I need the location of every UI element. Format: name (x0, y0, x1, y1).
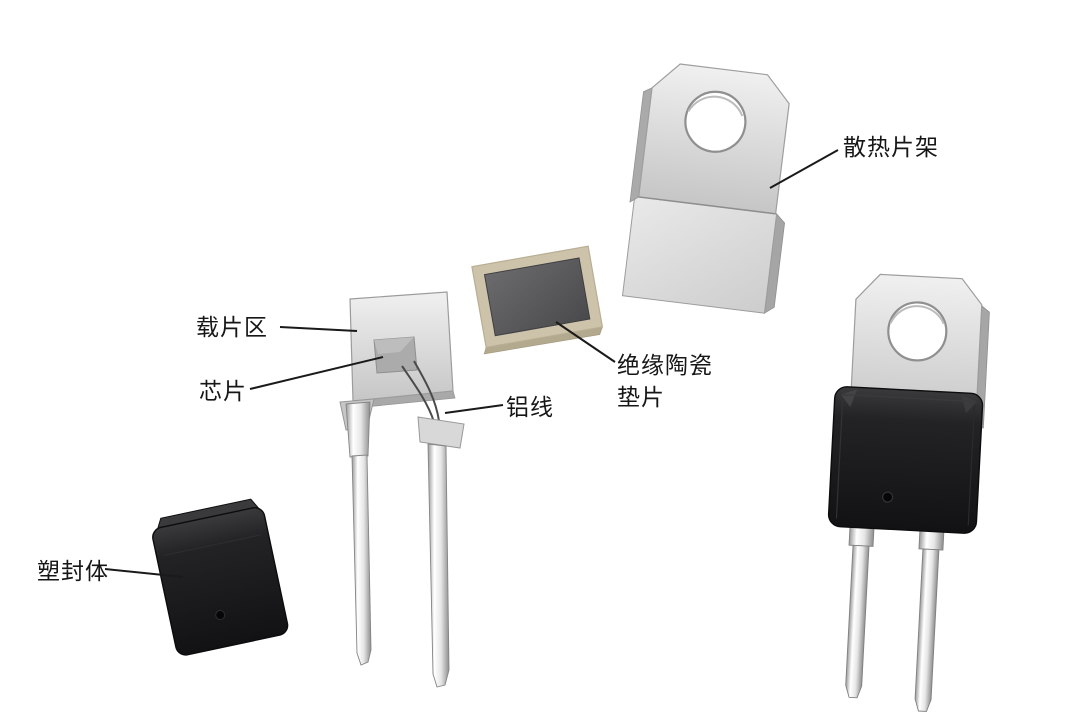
lead-left (345, 401, 372, 666)
heatsink-frame-exploded (621, 63, 790, 314)
leader-line-wire (444, 404, 504, 414)
assembled-mounting-hole (887, 301, 948, 362)
leader-lines (104, 149, 839, 578)
heatsink-tab-plate (629, 63, 790, 215)
assembled-lead-left (845, 522, 875, 699)
mold-body-exploded (152, 498, 289, 656)
assembled-lead-right (914, 526, 945, 712)
label-chip: 芯片 (199, 378, 247, 404)
ceramic-spacer (471, 245, 604, 355)
label-ceramic-spacer-line2: 垫片 (617, 384, 665, 411)
assembled-pin-mark (882, 491, 894, 503)
leader-line-heat-sink (769, 149, 839, 189)
leader-line-die-area (279, 326, 358, 332)
lead-right (417, 416, 465, 688)
ceramic-core (483, 257, 591, 337)
label-ceramic-spacer-line1: 绝缘陶瓷 (617, 352, 713, 378)
label-die-attach-area: 载片区 (196, 314, 268, 340)
leader-line-ceramic (555, 321, 616, 363)
leader-line-mold (104, 568, 184, 578)
label-aluminum-wire: 铝线 (506, 394, 554, 420)
assembled-package (827, 273, 990, 712)
assembled-mold-body (827, 386, 984, 534)
ejector-pin-mark (215, 610, 226, 621)
heatsink-lower-block (621, 195, 785, 314)
aluminum-bond-wires (401, 360, 440, 423)
mounting-hole (684, 90, 747, 153)
leader-line-chip (249, 356, 384, 390)
lead-frame-exploded (339, 291, 465, 688)
label-ceramic-spacer: 绝缘陶瓷 垫片 (617, 349, 713, 413)
label-mold-body: 塑封体 (37, 558, 109, 584)
label-heat-sink-frame: 散热片架 (843, 134, 939, 160)
